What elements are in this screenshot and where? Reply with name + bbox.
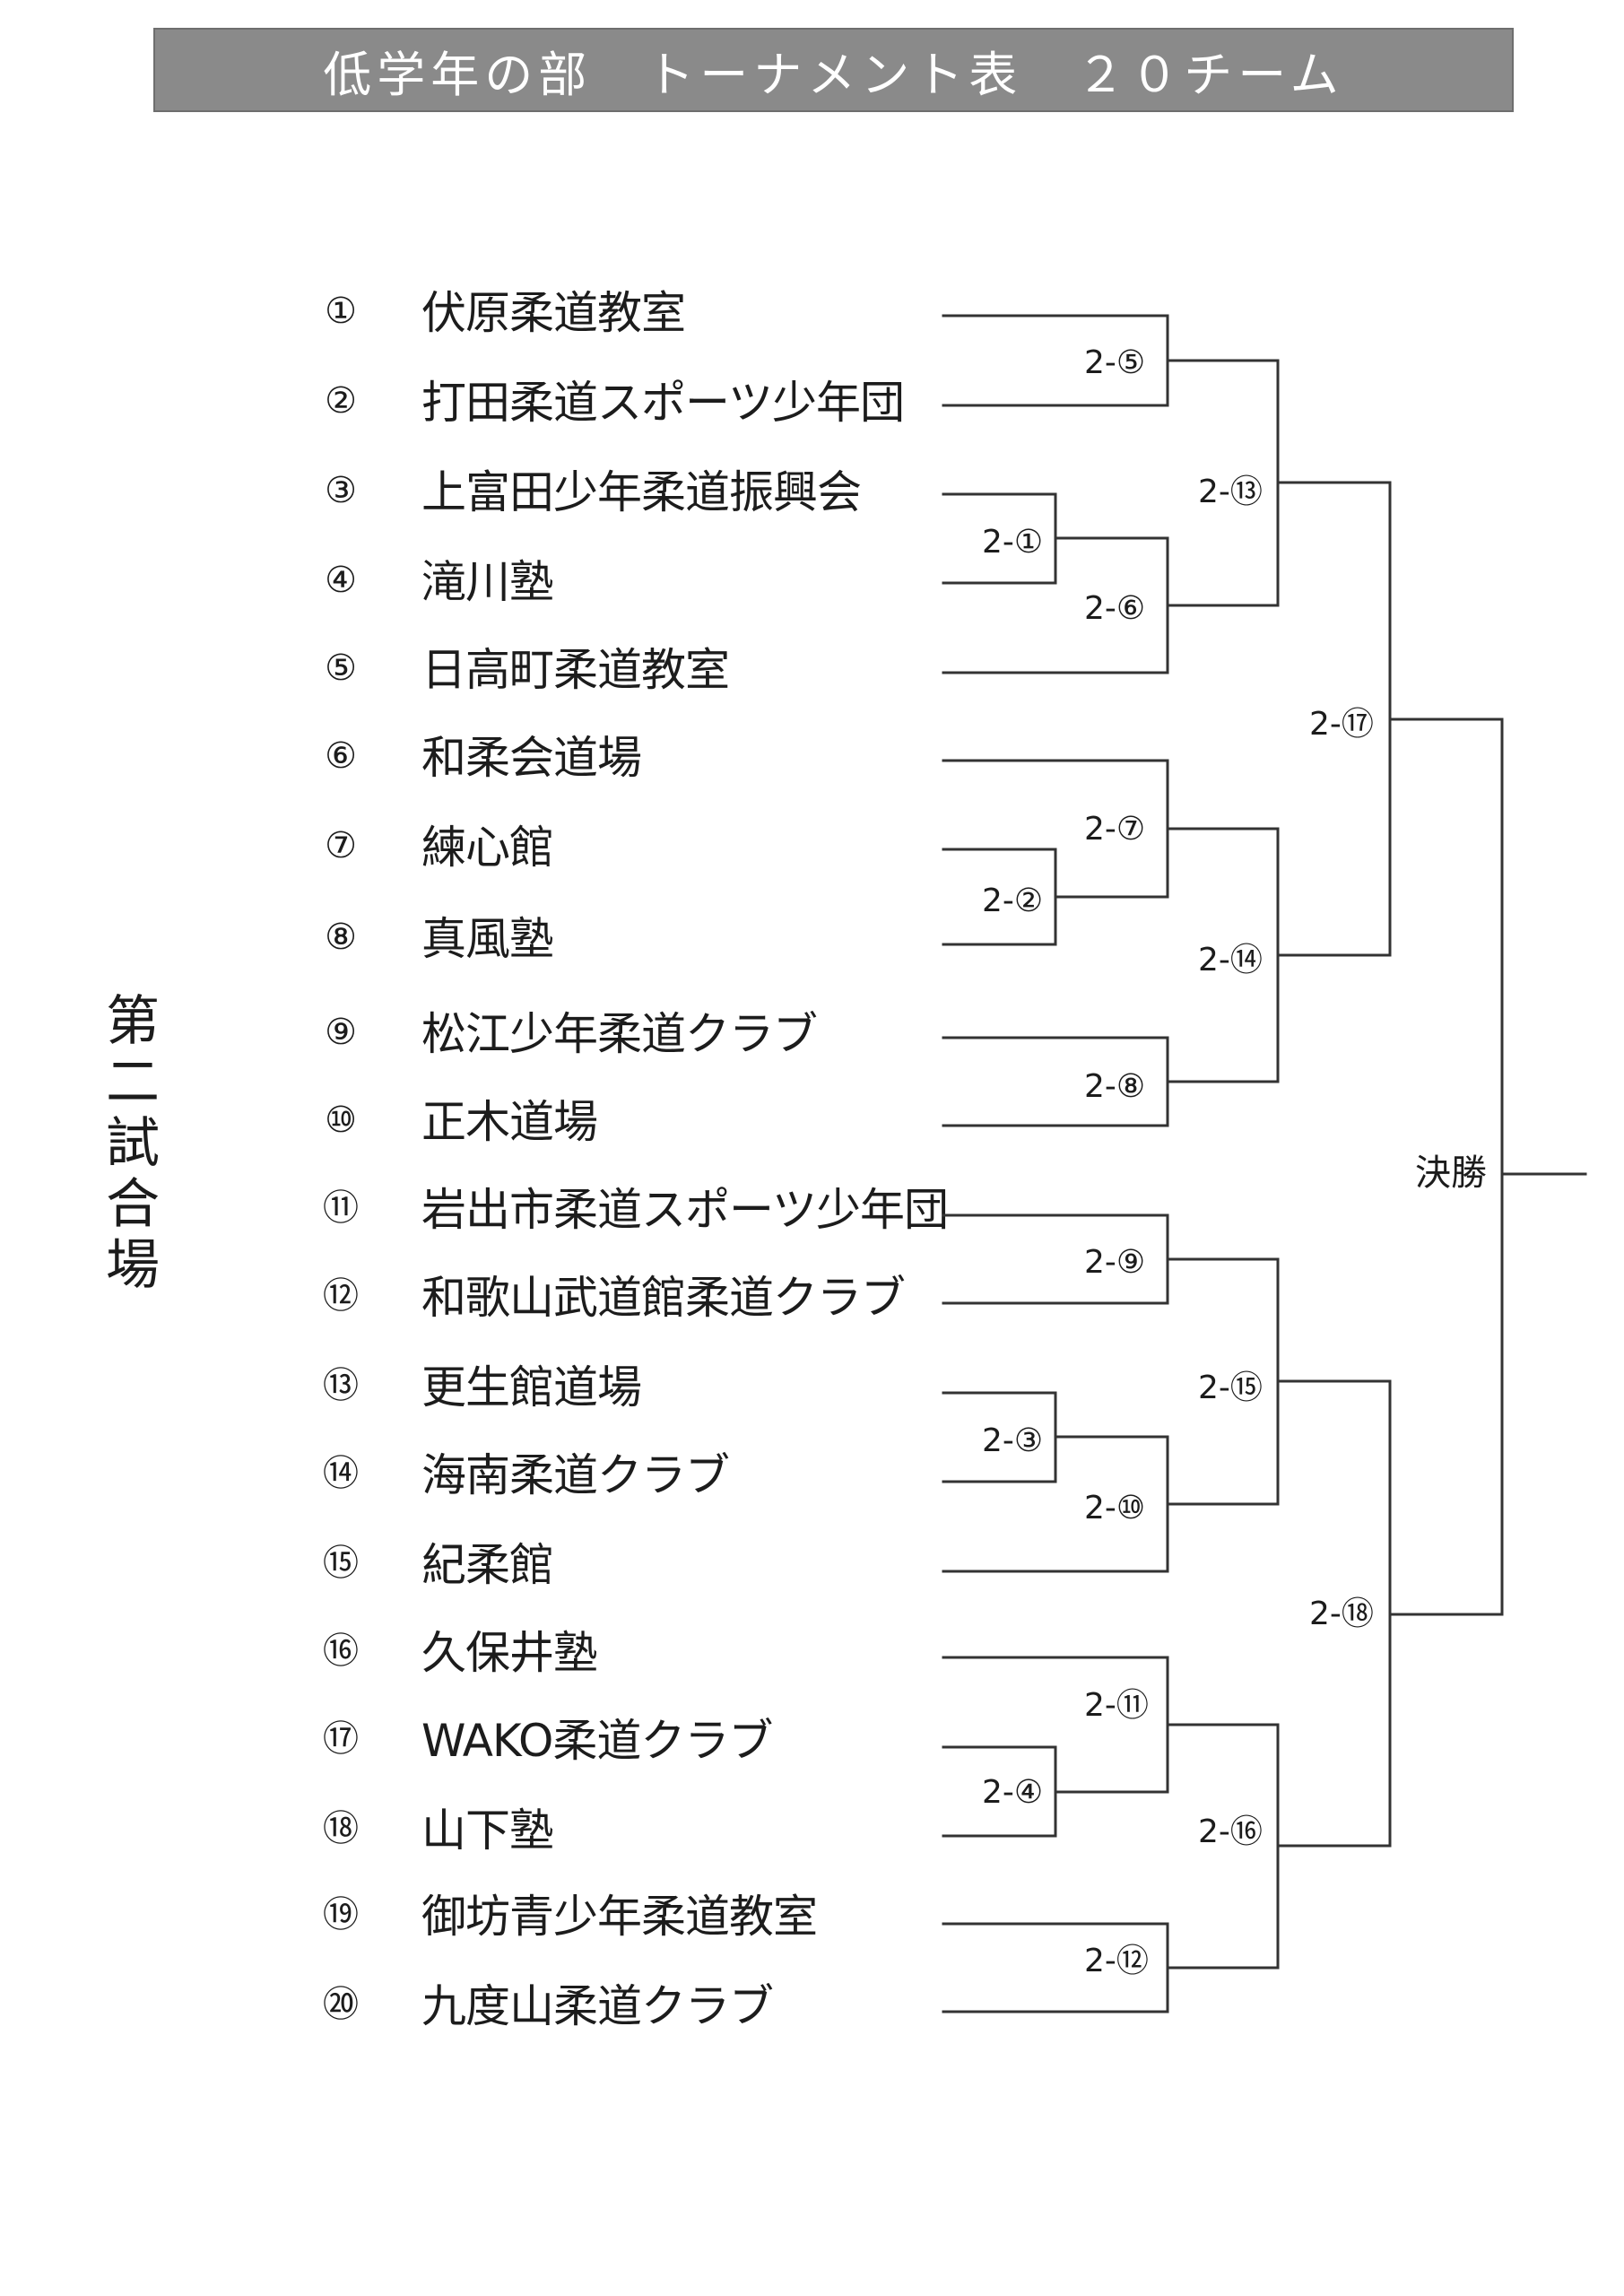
match-label: 2-②	[982, 883, 1044, 919]
team-name: 岩出市柔道スポーツ少年団	[421, 1184, 949, 1236]
match-label: 2-⑧	[1084, 1068, 1146, 1105]
team-name: 正木道場	[421, 1096, 598, 1148]
match-label: 2-⑦	[1084, 811, 1146, 848]
team-number: ⑳	[323, 1984, 359, 2025]
team-number: ⑭	[323, 1453, 359, 1494]
team-number: ⑱	[323, 1808, 359, 1849]
team-name: 真風塾	[421, 913, 554, 965]
team-name: 滝川塾	[421, 556, 554, 608]
venue-char: 二	[106, 1051, 160, 1114]
match-label: 2-⑭	[1198, 942, 1263, 978]
bracket-line	[942, 848, 1057, 946]
bracket-line	[942, 1745, 1057, 1838]
team-number: ③	[325, 470, 357, 511]
match-label: 2-⑫	[1084, 1943, 1149, 1979]
team-name: 伏原柔道教室	[421, 287, 686, 339]
venue-char: 場	[106, 1234, 160, 1297]
team-name: WAKO柔道クラブ	[421, 1715, 773, 1767]
match-label: 2-⑬	[1198, 474, 1263, 510]
title-bar: 低学年の部 トーナメント表 ２０チーム	[153, 28, 1514, 112]
team-name: 上富田少年柔道振興会	[421, 466, 862, 518]
team-number: ⑧	[325, 917, 357, 958]
team-name: 松江少年柔道クラブ	[421, 1008, 818, 1060]
team-number: ⑨	[325, 1012, 357, 1053]
match-label: 2-①	[982, 524, 1044, 561]
team-number: ⑲	[323, 1894, 359, 1935]
team-number: ⑫	[323, 1275, 359, 1317]
page-title: 低学年の部 トーナメント表 ２０チーム	[323, 46, 1344, 103]
match-label: 2-⑮	[1198, 1370, 1263, 1406]
match-label: 2-⑩	[1084, 1490, 1146, 1526]
team-number: ②	[325, 380, 357, 422]
team-name: 山下塾	[421, 1805, 554, 1857]
team-name: 紀柔館	[421, 1539, 554, 1591]
team-name: 日高町柔道教室	[421, 644, 730, 696]
match-label: 2-⑰	[1309, 706, 1374, 743]
team-number: ④	[325, 560, 357, 601]
match-label: 2-⑤	[1084, 344, 1146, 381]
bracket-line	[1388, 718, 1504, 1616]
venue-char: 試	[106, 1112, 160, 1175]
match-label: 2-⑱	[1309, 1596, 1374, 1632]
team-name: 海南柔道クラブ	[421, 1449, 730, 1501]
team-number: ⑬	[323, 1365, 359, 1406]
venue-char: 第	[106, 990, 160, 1053]
team-name: 打田柔道スポーツ少年団	[421, 377, 905, 429]
team-number: ⑥	[325, 735, 357, 777]
match-label: 2-⑯	[1198, 1813, 1263, 1850]
team-number: ⑰	[323, 1718, 359, 1760]
venue-char: 合	[106, 1173, 160, 1236]
team-name: 御坊青少年柔道教室	[421, 1891, 818, 1943]
match-label: 2-③	[982, 1422, 1044, 1459]
team-number: ⑮	[323, 1543, 359, 1584]
team-number: ①	[325, 291, 357, 332]
team-number: ⑯	[323, 1631, 359, 1672]
venue-label: 第 二 試 合 場	[97, 991, 169, 1296]
team-name: 更生館道場	[421, 1361, 642, 1413]
final-label: 決勝	[1415, 1152, 1487, 1194]
team-number: ⑪	[323, 1187, 359, 1229]
team-number: ⑦	[325, 825, 357, 866]
match-label: 2-④	[982, 1774, 1044, 1811]
match-label: 2-⑪	[1084, 1687, 1149, 1724]
team-name: 久保井塾	[421, 1627, 598, 1679]
team-name: 和柔会道場	[421, 732, 642, 784]
team-name: 九度山柔道クラブ	[421, 1980, 774, 2032]
team-name: 和歌山武道館柔道クラブ	[421, 1272, 906, 1324]
team-number: ⑩	[325, 1100, 357, 1141]
match-label: 2-⑥	[1084, 590, 1146, 627]
match-label: 2-⑨	[1084, 1244, 1146, 1281]
team-number: ⑤	[325, 648, 357, 689]
team-name: 練心館	[421, 822, 554, 874]
